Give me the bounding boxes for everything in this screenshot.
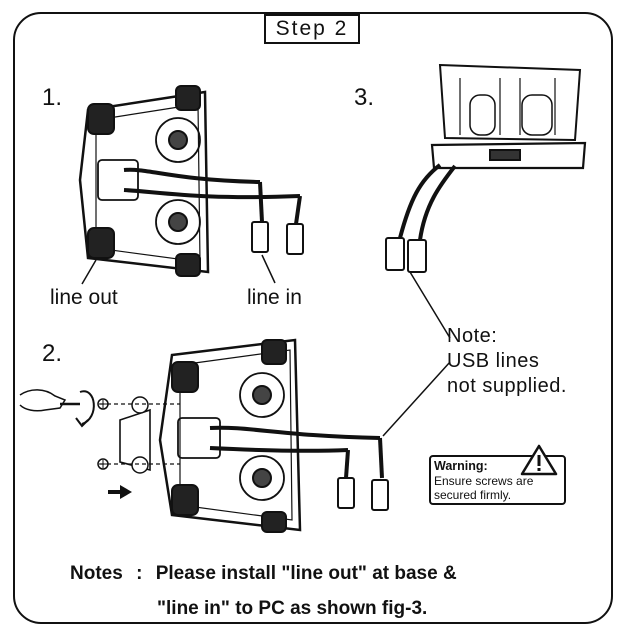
fig1-foot-top-left — [87, 103, 115, 135]
warning-line2: secured firmly. — [434, 488, 512, 502]
fig1-number: 1. — [42, 84, 63, 111]
fig2-plug-2 — [371, 479, 389, 511]
fig1-leader-line-in — [261, 254, 276, 284]
fig1-foot-top-right — [175, 85, 201, 111]
notes-line2: "line in" to PC as shown fig-3. — [157, 598, 428, 619]
fig3-plug-1 — [385, 237, 405, 271]
step-title: Step 2 — [264, 14, 360, 44]
fig2-screw-bottom — [97, 458, 109, 470]
notes-colon: : — [136, 563, 143, 584]
notes-label: Notes — [70, 563, 123, 584]
fig2-plug-1 — [337, 477, 355, 509]
notes-line1: Please install "line out" at base & — [155, 563, 457, 584]
fig1-plug-2 — [286, 223, 304, 255]
fig2-screw-hole-bottom — [131, 456, 149, 474]
usb-note-line3: not supplied. — [447, 375, 567, 397]
notes-block: Notes : Please install "line out" at bas… — [70, 556, 457, 626]
fig2-leader-note — [382, 361, 451, 437]
fig2-foot-bottom-right — [261, 511, 287, 533]
fig3-plug-2 — [407, 239, 427, 273]
fig2-hand — [19, 389, 67, 412]
fig3-stand — [385, 63, 587, 339]
fig1-plug-1 — [251, 221, 269, 253]
fig1-base-unit — [78, 85, 304, 285]
warning-triangle-icon — [520, 444, 558, 476]
warning-title: Warning: — [434, 459, 488, 473]
fig3-number: 3. — [354, 84, 375, 111]
fig2-screw-top — [97, 398, 109, 410]
warning-text: Ensure screws are secured firmly. — [434, 474, 533, 502]
warning-box: Warning: Ensure screws are secured firml… — [429, 444, 566, 505]
fig1-leader-line-out — [81, 259, 97, 285]
fig2-rotate-arrow — [79, 390, 95, 425]
fig2-screw-hole-top — [131, 396, 149, 414]
instruction-frame — [13, 12, 613, 624]
fig2-foot-bottom-left — [171, 484, 199, 516]
fig3-leader-note — [409, 271, 451, 339]
fig2-foot-top-right — [261, 339, 287, 365]
fig2-number: 2. — [42, 340, 63, 367]
fig1-foot-bottom-left — [87, 227, 115, 259]
fig1-foot-bottom-right — [175, 253, 201, 277]
usb-note-line1: Note: — [447, 325, 498, 347]
usb-note: Note: USB lines not supplied. — [447, 324, 567, 399]
fig2-mounting — [19, 338, 451, 533]
fig1-label-line-in: line in — [247, 286, 302, 309]
usb-note-line2: USB lines — [447, 350, 540, 372]
fig2-foot-top-left — [171, 361, 199, 393]
warning-line1: Ensure screws are — [434, 474, 534, 488]
fig1-label-line-out: line out — [50, 286, 118, 309]
fig3-usb-port — [489, 149, 521, 161]
